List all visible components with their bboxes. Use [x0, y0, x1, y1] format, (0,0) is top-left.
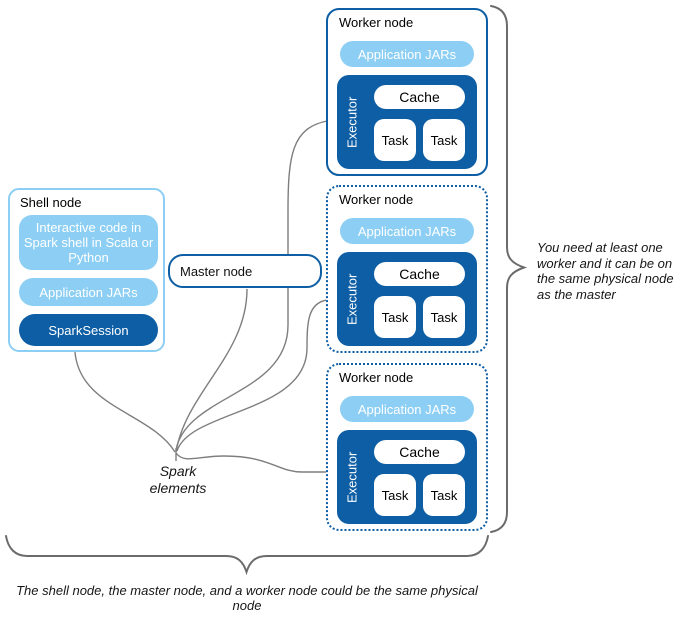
connector-master-to-spark-elements [175, 288, 248, 453]
spark-session-pill: SparkSession [19, 314, 158, 346]
worker-node-title: Worker node [339, 192, 414, 207]
executor-box: Executor Cache Task Task [337, 252, 477, 346]
interactive-code-pill: Interactive code in Spark shell in Scala… [19, 215, 158, 270]
spark-elements-label: Spark elements [149, 463, 207, 496]
worker-node-title: Worker node [339, 370, 414, 385]
worker-node-2: Worker node Application JARs Executor Ca… [326, 185, 488, 353]
shell-node: Shell node Interactive code in Spark she… [8, 188, 165, 352]
connector-worker1-to-spark-elements [175, 120, 328, 451]
worker-node-3: Worker node Application JARs Executor Ca… [326, 363, 488, 531]
same-physical-node-note: The shell node, the master node, and a w… [16, 583, 478, 613]
executor-label: Executor [344, 96, 360, 148]
executor-label: Executor [344, 451, 360, 503]
worker-node-1: Worker node Application JARs Executor Ca… [326, 8, 488, 176]
cache-box: Cache [374, 440, 465, 464]
application-jars-pill: Application JARs [340, 41, 474, 67]
connector-worker3-to-spark-elements [175, 452, 327, 473]
master-node: Master node [168, 254, 322, 288]
worker-requirement-note: You need at least one worker and it can … [537, 240, 674, 302]
task-box: Task [423, 119, 465, 161]
bottom-brace [5, 535, 489, 576]
executor-box: Executor Cache Task Task [337, 75, 477, 169]
right-brace [490, 5, 528, 533]
cache-box: Cache [374, 85, 465, 109]
cache-box: Cache [374, 262, 465, 286]
shell-node-title: Shell node [20, 195, 82, 210]
executor-box: Executor Cache Task Task [337, 430, 477, 524]
master-node-title: Master node [180, 263, 253, 279]
application-jars-pill: Application JARs [340, 218, 474, 244]
task-box: Task [374, 474, 416, 516]
connector-shell-to-spark-elements [74, 351, 176, 453]
task-box: Task [374, 119, 416, 161]
worker-node-title: Worker node [339, 15, 414, 30]
application-jars-pill: Application JARs [340, 396, 474, 422]
shell-application-jars-pill: Application JARs [19, 278, 158, 306]
task-box: Task [423, 296, 465, 338]
task-box: Task [423, 474, 465, 516]
executor-label: Executor [344, 273, 360, 325]
connector-worker2-to-spark-elements [176, 299, 328, 452]
task-box: Task [374, 296, 416, 338]
